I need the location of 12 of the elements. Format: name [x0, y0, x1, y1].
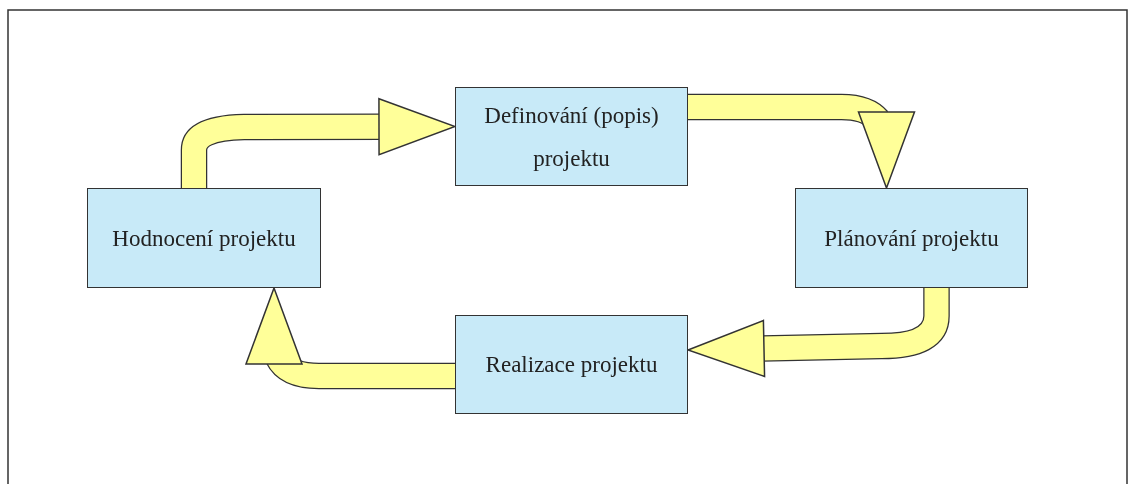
process-box	[455, 87, 688, 186]
box-label: Hodnocení projektu	[111, 224, 297, 253]
process-box	[455, 315, 688, 414]
box-label: Realizace projektu	[484, 351, 659, 379]
curved-block-arrow	[688, 93, 916, 189]
process-box	[795, 188, 1028, 288]
curved-block-arrow	[180, 97, 456, 188]
curved-block-arrow	[687, 288, 950, 378]
curved-block-arrow	[245, 287, 455, 390]
box-label: Plánování projektu	[823, 224, 1000, 253]
process-box	[87, 188, 321, 288]
box-label: Definování (popis) projektu	[483, 101, 660, 173]
